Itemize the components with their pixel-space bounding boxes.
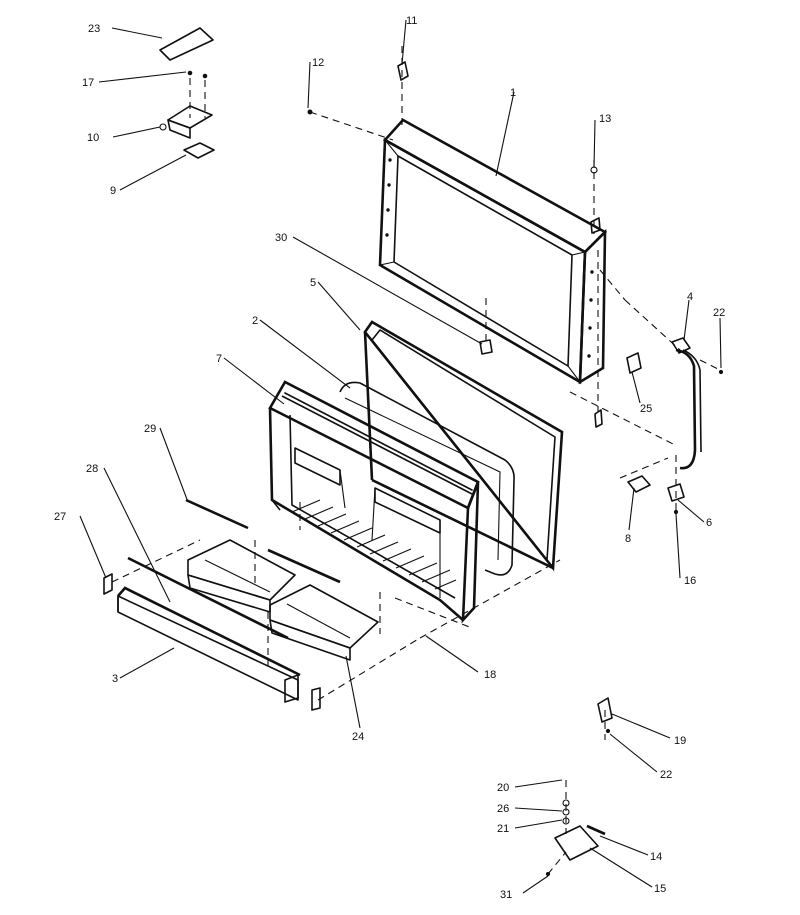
callout-22-lower: 22 — [660, 769, 672, 781]
part-lower-bin — [117, 586, 301, 703]
callout-8: 8 — [625, 533, 631, 545]
callout-10: 10 — [87, 132, 99, 144]
callout-12: 12 — [312, 57, 324, 69]
part-door-gasket — [363, 320, 564, 572]
callout-7: 7 — [216, 353, 222, 365]
callout-13: 13 — [599, 113, 611, 125]
part-top-hinge — [159, 27, 215, 159]
callout-28: 28 — [86, 463, 98, 475]
part-door-liner — [268, 380, 480, 624]
callout-19: 19 — [674, 735, 686, 747]
part-inner-door-panel — [339, 381, 515, 576]
callout-3: 3 — [112, 673, 118, 685]
callout-1: 1 — [510, 87, 516, 99]
callout-9: 9 — [110, 185, 116, 197]
leader-lines — [79, 19, 722, 894]
callout-11: 11 — [406, 15, 417, 27]
callout-26: 26 — [497, 803, 509, 815]
callout-27: 27 — [54, 511, 66, 523]
callout-20: 20 — [497, 782, 509, 794]
callout-24: 24 — [352, 731, 364, 743]
callout-16: 16 — [684, 575, 696, 587]
callout-14: 14 — [650, 851, 662, 863]
callout-29: 29 — [144, 423, 156, 435]
part-handle-assembly — [626, 337, 724, 515]
callout-31: 31 — [500, 889, 512, 901]
callout-5: 5 — [310, 277, 316, 289]
callout-22-upper: 22 — [713, 307, 725, 319]
callout-17: 17 — [82, 77, 94, 89]
callout-25: 25 — [640, 403, 652, 415]
callout-23: 23 — [88, 23, 100, 35]
callout-18: 18 — [484, 669, 496, 681]
part-bottom-hinge — [545, 697, 613, 877]
part-door-frame — [378, 118, 608, 385]
callout-21: 21 — [497, 823, 509, 835]
part-door-bins — [187, 539, 379, 661]
callout-labels: 1 2 3 4 5 6 7 8 9 10 11 12 13 14 15 16 1… — [54, 15, 725, 901]
callout-30: 30 — [275, 232, 287, 244]
callout-6: 6 — [706, 517, 712, 529]
callout-2: 2 — [252, 315, 258, 327]
callout-15: 15 — [654, 883, 666, 895]
assembly-lines — [111, 46, 721, 875]
callout-4: 4 — [687, 291, 693, 303]
